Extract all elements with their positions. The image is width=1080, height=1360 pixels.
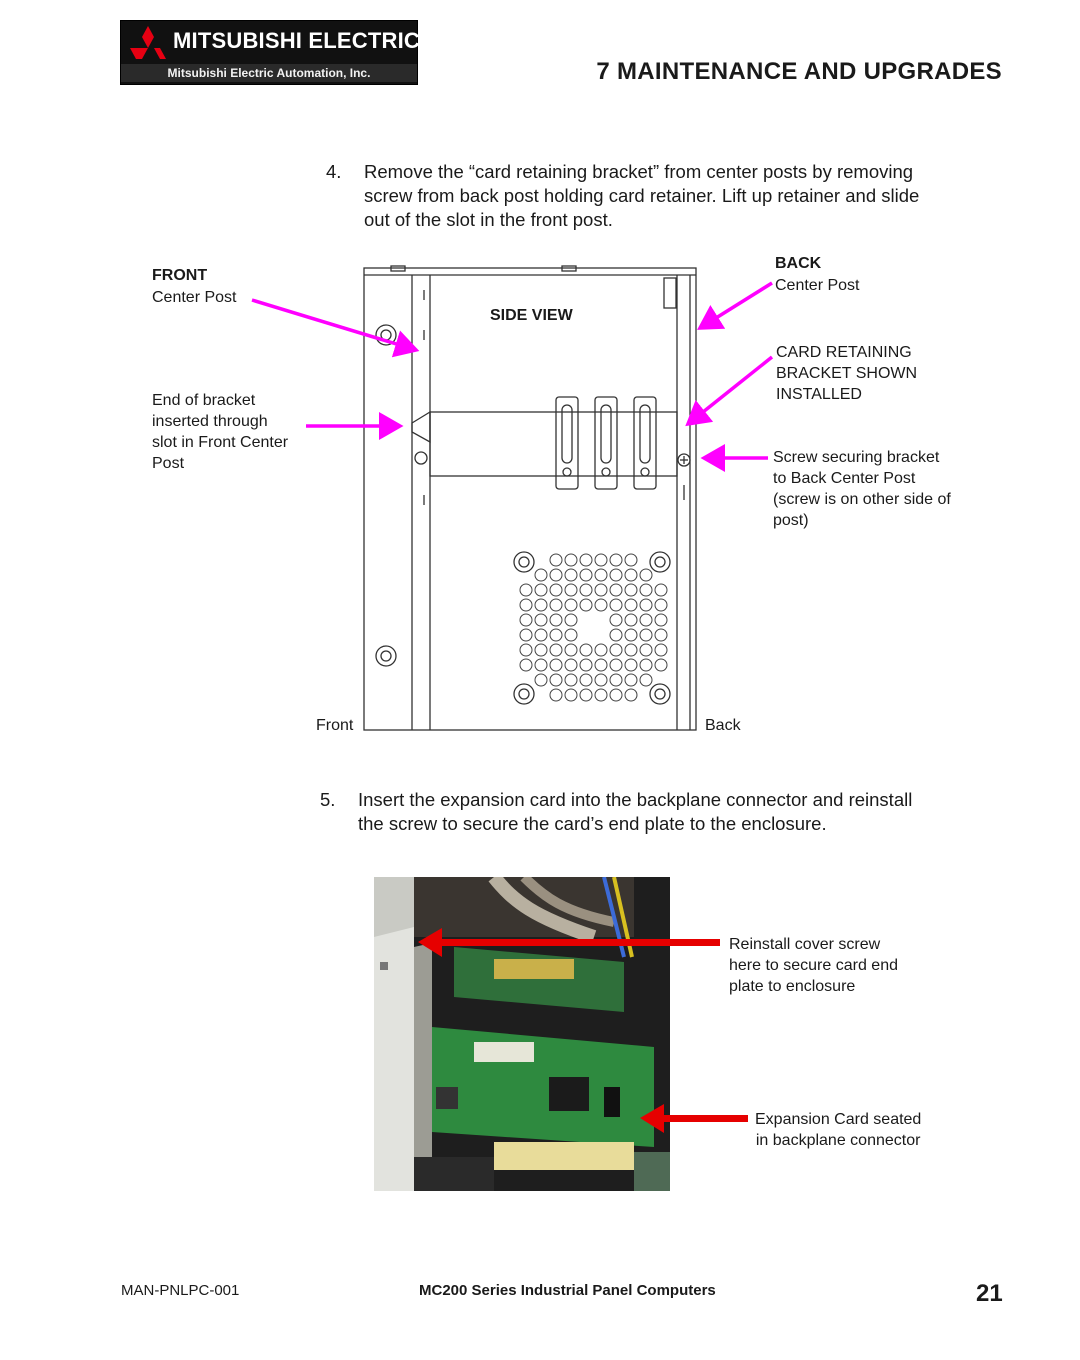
step-number: 5.: [320, 789, 336, 810]
label-line: slot in Front Center: [152, 434, 289, 451]
step-4: 4. Remove the “card retaining bracket” f…: [326, 160, 1006, 235]
label-line: plate to enclosure: [729, 978, 856, 995]
vent-hole-pattern: [519, 553, 668, 702]
label-line: (screw is on other side of: [773, 491, 951, 508]
front-center-post-label: Center Post: [152, 289, 237, 306]
logo-subtitle: Mitsubishi Electric Automation, Inc.: [121, 64, 417, 82]
side-view-title: SIDE VIEW: [490, 307, 573, 324]
label-line: in backplane connector: [755, 1132, 921, 1149]
footer-doc-id: MAN-PNLPC-001: [121, 1282, 240, 1299]
expansion-card-label: Expansion Card seated in backplane conne…: [755, 1109, 921, 1151]
label-line: Reinstall cover screw: [729, 936, 881, 953]
step-text: Remove the “card retaining bracket” from…: [364, 160, 919, 232]
label-line: post): [773, 512, 809, 529]
label-line: CARD RETAINING: [776, 344, 912, 361]
card-retaining-bracket: [429, 411, 678, 477]
arrow-front-center-post: [251, 298, 420, 358]
label-line: inserted through: [152, 413, 268, 430]
label-line: Screw securing bracket: [773, 449, 940, 466]
step-number: 4.: [326, 161, 342, 182]
back-label: Back: [705, 717, 741, 734]
mitsubishi-logo: MITSUBISHI ELECTRIC Mitsubishi Electric …: [120, 20, 421, 85]
arrow-cover-screw: [440, 939, 720, 946]
label-line: End of bracket: [152, 392, 256, 409]
label-line: BRACKET SHOWN: [776, 365, 918, 382]
label-line: Post: [152, 455, 185, 472]
step-line: Remove the “card retaining bracket” from…: [364, 161, 914, 182]
retaining-bracket-label: CARD RETAINING BRACKET SHOWN INSTALLED: [776, 342, 917, 405]
step-line: Insert the expansion card into the backp…: [358, 789, 913, 810]
page-number: 21: [976, 1280, 1003, 1307]
step-line: screw from back post holding card retain…: [364, 185, 920, 206]
label-line: here to secure card end: [729, 957, 898, 974]
screw-label: Screw securing bracket to Back Center Po…: [773, 447, 951, 531]
backplane-connector: [494, 1142, 634, 1170]
diagram-arrows: [251, 281, 774, 472]
cover-screw-label: Reinstall cover screw here to secure car…: [729, 934, 898, 997]
label-line: to Back Center Post: [773, 470, 916, 487]
step-5: 5. Insert the expansion card into the ba…: [320, 788, 1010, 838]
side-view-diagram: [363, 265, 697, 731]
arrow-expansion-card: [662, 1115, 748, 1122]
arrow-retaining-bracket: [685, 355, 774, 427]
photo-arrows: [418, 928, 748, 1133]
footer-product: MC200 Series Industrial Panel Computers: [419, 1282, 716, 1299]
step-line: out of the slot in the front post.: [364, 209, 613, 230]
three-diamonds-icon: [130, 26, 166, 59]
step-text: Insert the expansion card into the backp…: [358, 788, 912, 836]
step-line: the screw to secure the card’s end plate…: [358, 813, 827, 834]
section-title: 7 MAINTENANCE AND UPGRADES: [596, 58, 1002, 85]
bracket-end-label: End of bracket inserted through slot in …: [152, 390, 288, 474]
front-label: Front: [316, 717, 354, 734]
enclosure-outline: [363, 267, 697, 731]
back-heading: BACK: [775, 255, 822, 272]
expansion-card-photo: [374, 877, 670, 1191]
front-heading: FRONT: [152, 267, 208, 284]
label-line: Expansion Card seated: [755, 1111, 922, 1128]
logo-brand-text: MITSUBISHI ELECTRIC: [173, 28, 421, 53]
back-center-post-label: Center Post: [775, 277, 860, 294]
arrow-back-center-post: [697, 281, 773, 330]
label-line: INSTALLED: [776, 386, 862, 403]
